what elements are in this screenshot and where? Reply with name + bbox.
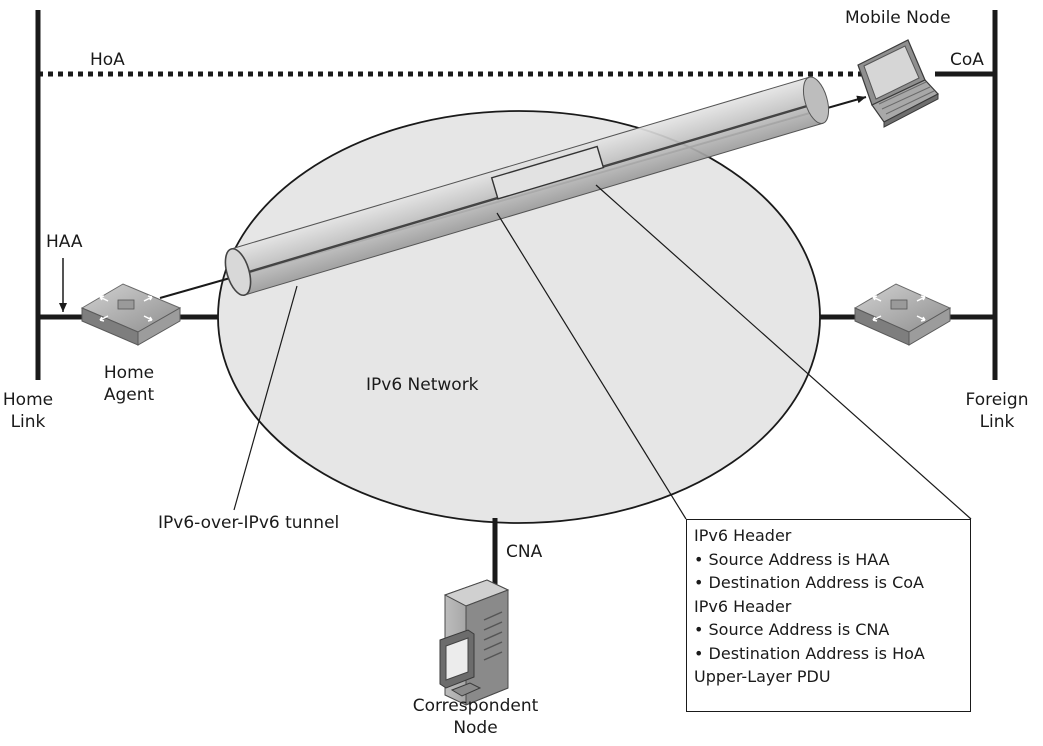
packet-outer-source: • Source Address is HAA (694, 549, 890, 569)
packet-outer-header-title: IPv6 Header (694, 526, 792, 545)
home-link-label-line2: Link (10, 412, 46, 432)
correspondent-node-label: Correspondent Node (398, 695, 553, 739)
home-agent-label-line2: Agent (103, 385, 155, 405)
packet-inner-source: • Source Address is CNA (694, 620, 890, 639)
packet-inner-header-title: IPv6 Header (694, 596, 792, 616)
callout-line-left (496, 212, 687, 520)
home-link-label-line1: Home (2, 390, 54, 410)
correspondent-node-label-line1: Correspondent (412, 696, 539, 716)
home-link-label: Home Link (2, 389, 54, 433)
home-agent-label: Home Agent (94, 362, 164, 406)
callout-line-right (595, 184, 972, 520)
foreign-router-icon (853, 283, 952, 346)
foreign-link-label-line2: Link (979, 412, 1015, 432)
packet-outer-destination: • Destination Address is CoA (694, 573, 924, 592)
server-icon (439, 579, 510, 706)
home-agent-router-icon (80, 283, 182, 346)
tunnel-label: IPv6-over-IPv6 tunnel (158, 513, 340, 533)
haa-label: HAA (46, 232, 83, 252)
mobile-node-label: Mobile Node (845, 8, 951, 28)
home-agent-label-line1: Home (103, 363, 155, 383)
tunnel-packet-segment (490, 145, 605, 200)
foreign-link-label-line1: Foreign (965, 390, 1029, 410)
ipv6-tunnel (224, 76, 830, 297)
coa-label: CoA (950, 50, 984, 70)
cna-label: CNA (506, 542, 543, 562)
packet-inner-destination: • Destination Address is HoA (694, 643, 925, 663)
ipv6-network-label: IPv6 Network (366, 375, 479, 395)
laptop-icon (857, 39, 939, 128)
correspondent-node-label-line2: Node (453, 718, 498, 738)
packet-upper-layer-pdu: Upper-Layer PDU (694, 667, 831, 686)
tunnel-label-leader (233, 285, 298, 511)
foreign-link-label: Foreign Link (958, 389, 1036, 433)
hoa-label: HoA (90, 50, 125, 70)
packet-structure-box: IPv6 Header • Source Address is HAA • De… (686, 519, 971, 712)
